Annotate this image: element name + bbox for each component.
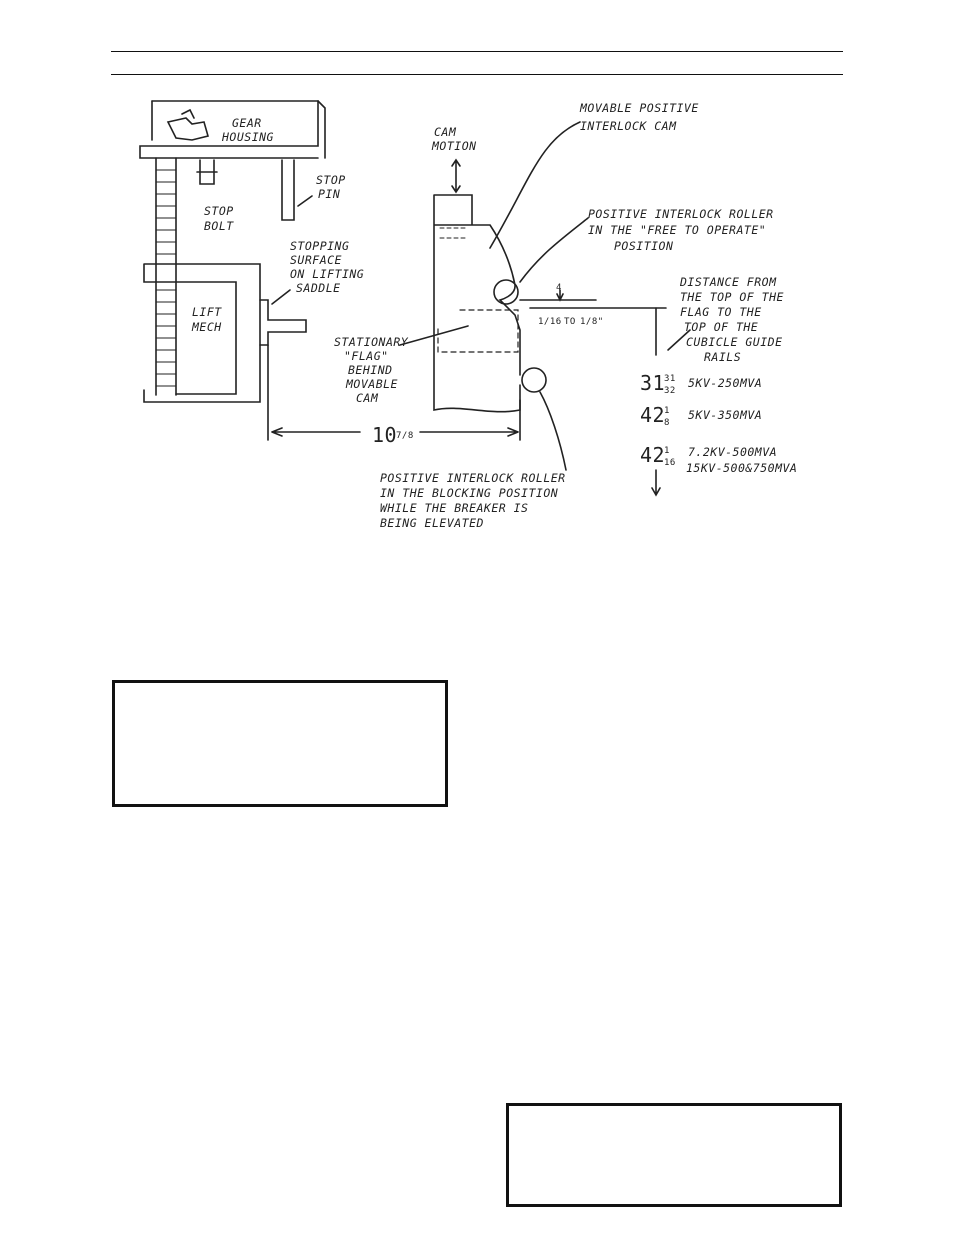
label-stationary-flag-2: "FLAG": [344, 349, 389, 363]
rating-3: 15KV-500&750MVA: [686, 461, 797, 475]
label-distance-2: THE TOP OF THE: [680, 290, 784, 304]
label-lift-mech-1: LIFT: [192, 305, 222, 319]
label-stop-bolt-2: BOLT: [204, 219, 234, 233]
roller-free-position: [493, 279, 519, 305]
rating-label: 7.2KV-500MVA: [688, 445, 777, 459]
header-rule-bottom: [111, 74, 843, 75]
label-roller-block-4: BEING ELEVATED: [380, 516, 484, 530]
gear-icon: [166, 108, 209, 141]
stop-pin-shape: [281, 159, 295, 221]
label-gap-small: 1/16: [538, 317, 562, 327]
label-stop-pin-1: STOP: [316, 173, 346, 187]
label-stopping-surface-2: SURFACE: [290, 253, 342, 267]
lift-screw: [155, 157, 177, 396]
rating-den: 16: [664, 458, 676, 468]
label-stationary-flag-4: MOVABLE: [345, 377, 398, 391]
label-stationary-flag-1: STATIONARY: [334, 335, 409, 349]
label-stationary-flag-5: CAM: [356, 391, 379, 405]
label-gap-to: TO: [564, 317, 576, 327]
label-distance-3: FLAG TO THE: [680, 305, 762, 319]
rating-0: 31 31 32 5KV-250MVA: [640, 371, 762, 396]
rating-den: 8: [664, 418, 670, 428]
rating-whole: 31: [640, 371, 665, 395]
label-distance-5: CUBICLE GUIDE: [686, 335, 783, 349]
cam-motion-arrow: [451, 158, 461, 194]
width-dimension: [267, 344, 521, 441]
label-gap-large: 1/8": [580, 317, 604, 327]
label-stopping-surface-4: SADDLE: [296, 281, 341, 295]
label-gear-housing-2: HOUSING: [221, 130, 274, 144]
rating-num: 1: [664, 446, 670, 456]
lift-mech-shape: [143, 263, 261, 403]
empty-box-left: [112, 680, 448, 807]
header-rule-top: [111, 51, 843, 52]
label-movable-cam-1: MOVABLE POSITIVE: [579, 101, 699, 115]
label-roller-block-1: POSITIVE INTERLOCK ROLLER: [380, 471, 566, 485]
label-roller-free-3: POSITION: [614, 239, 673, 253]
label-roller-block-3: WHILE THE BREAKER IS: [380, 501, 528, 515]
label-cam-motion-1: CAM: [434, 125, 457, 139]
label-lift-mech-2: MECH: [191, 320, 222, 334]
label-distance-6: RAILS: [704, 350, 741, 364]
label-stopping-surface-1: STOPPING: [290, 239, 349, 253]
label-gear-housing-1: GEAR: [232, 116, 262, 130]
rating-label: 5KV-350MVA: [688, 408, 762, 422]
rating-1: 42 1 8 5KV-350MVA: [640, 403, 762, 428]
rating-label: 15KV-500&750MVA: [686, 461, 797, 475]
label-width-whole: 10: [372, 423, 397, 447]
label-cam-motion-2: MOTION: [431, 139, 477, 153]
gap-dimension: [519, 289, 667, 309]
distance-dimension: [651, 307, 661, 497]
label-distance-4: TOP OF THE: [684, 320, 758, 334]
rating-label: 5KV-250MVA: [688, 376, 762, 390]
rating-den: 32: [664, 386, 676, 396]
stop-bolt-shape: [196, 159, 218, 185]
label-stop-bolt-1: STOP: [204, 204, 234, 218]
label-distance-1: DISTANCE FROM: [679, 275, 777, 289]
rating-num: 31: [664, 374, 676, 384]
label-movable-cam-2: INTERLOCK CAM: [580, 119, 677, 133]
label-stationary-flag-3: BEHIND: [348, 363, 393, 377]
rating-2: 42 1 16 7.2KV-500MVA: [640, 443, 777, 468]
label-roller-free-1: POSITIVE INTERLOCK ROLLER: [588, 207, 774, 221]
rating-whole: 42: [640, 403, 665, 427]
stationary-flag: [437, 309, 519, 353]
interlock-diagram: GEAR HOUSING STOP PIN STOP BOLT STOPPING…: [139, 100, 797, 530]
empty-box-right: [506, 1103, 842, 1207]
label-stop-pin-2: PIN: [318, 187, 340, 201]
label-stopping-surface-3: ON LIFTING: [290, 267, 364, 281]
gear-housing-shape: [139, 100, 319, 159]
label-roller-block-2: IN THE BLOCKING POSITION: [380, 486, 558, 500]
stopping-surface-shape: [259, 299, 307, 346]
label-roller-free-2: IN THE "FREE TO OPERATE": [588, 223, 766, 237]
roller-blocking-position: [521, 367, 547, 393]
rating-num: 1: [664, 406, 670, 416]
label-width-frac: 7/8: [396, 431, 414, 441]
label-gap-arrow: 4: [556, 283, 562, 293]
rating-whole: 42: [640, 443, 665, 467]
